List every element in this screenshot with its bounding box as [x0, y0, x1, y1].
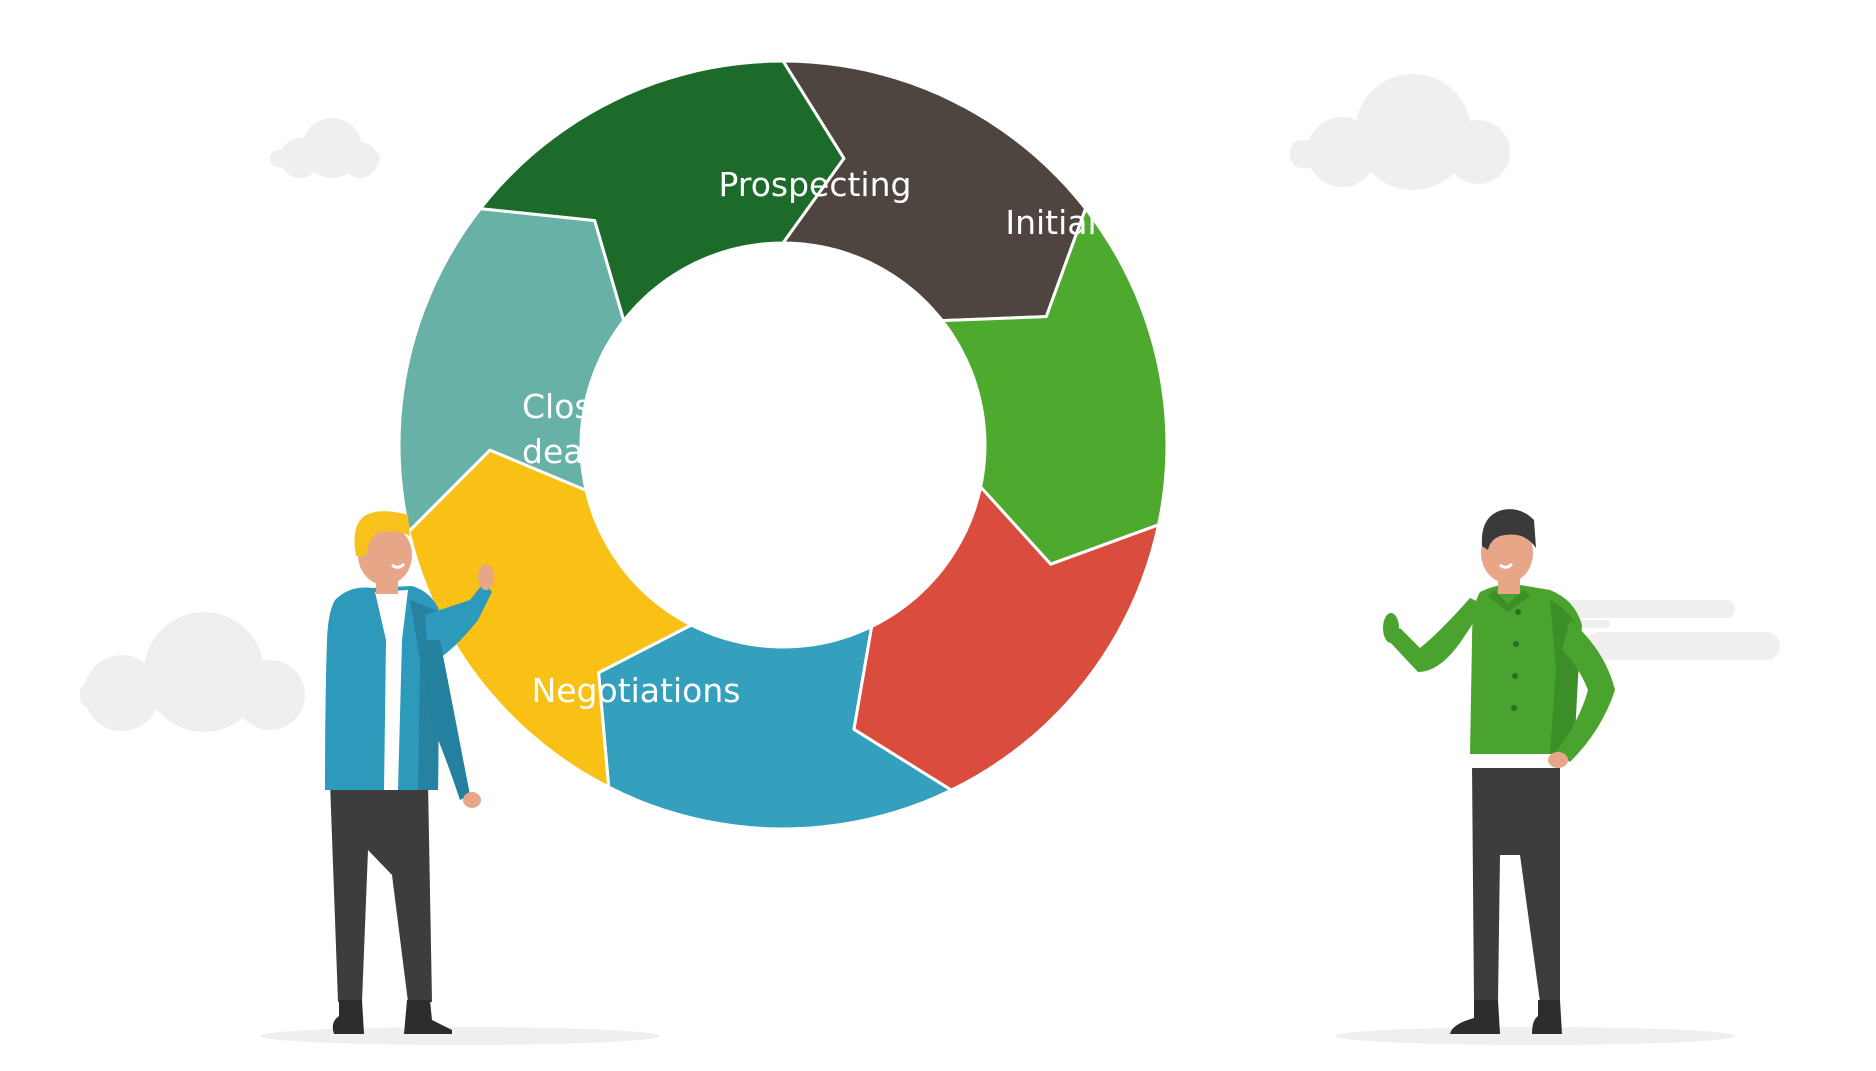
label-close-the-deal-line: Close the — [522, 387, 677, 426]
streak-right — [1560, 600, 1780, 660]
right-person-raised-arm — [1388, 598, 1485, 672]
right-person-collar — [1488, 590, 1530, 612]
label-initial-contact-line: Initial contact — [1005, 203, 1230, 242]
right-person-hair — [1481, 509, 1536, 550]
right-person-shoe-left — [1450, 1000, 1500, 1034]
right-person-pants — [1472, 765, 1560, 1002]
label-negotiations-line: Negotiations — [532, 671, 741, 710]
cloud-top-right — [1290, 74, 1510, 190]
floor-shadows — [260, 1027, 1735, 1045]
left-person-shoe-left — [332, 1000, 364, 1034]
left-person-shoe-right — [404, 1000, 452, 1034]
label-nurturing-leads-line: Nurturing — [1102, 745, 1260, 784]
right-person-smile — [1499, 562, 1514, 569]
left-person-figure — [325, 511, 494, 1034]
left-person-shirt-front — [375, 590, 408, 790]
label-qualifying-leads-line: Qualifying — [1195, 467, 1362, 506]
right-person-hip-hand — [1548, 752, 1568, 768]
cloud-left — [80, 612, 305, 732]
right-person-hip-arm — [1556, 620, 1615, 762]
left-person-pants — [330, 782, 432, 1002]
sales-cycle-ring — [397, 59, 1169, 831]
label-close-the-deal: Close the deal — [522, 387, 677, 471]
right-person-raised-hand — [1383, 613, 1399, 643]
right-person-belt — [1470, 752, 1563, 768]
ring-center — [583, 245, 983, 645]
left-person-lower-arm — [420, 640, 470, 800]
label-negotiations: Negotiations — [532, 671, 741, 710]
label-prospecting-line: Prospecting — [719, 165, 912, 204]
left-person-hair — [354, 511, 410, 556]
left-person-smile — [391, 562, 406, 569]
left-person-raised-hand — [478, 564, 494, 590]
cloud-top-left — [270, 118, 380, 178]
label-make-offer-line: Make Offer — [760, 837, 940, 876]
label-close-the-deal-line: deal — [522, 432, 593, 471]
label-prospecting: Prospecting — [719, 165, 912, 204]
segment-close-the-deal — [478, 59, 846, 323]
label-make-offer: Make Offer — [760, 837, 940, 876]
left-person-jacket — [325, 586, 440, 790]
right-person-shoe-right — [1532, 1000, 1562, 1034]
left-person-lower-hand — [463, 792, 481, 808]
label-nurturing-leads-line: Leads — [1102, 790, 1198, 829]
label-qualifying-leads-line: Leads — [1195, 512, 1291, 551]
left-person-raised-arm — [425, 582, 492, 665]
right-person-shirt-buttons — [1511, 609, 1521, 711]
right-person-figure — [1383, 509, 1615, 1034]
left-person-head — [358, 525, 412, 585]
label-initial-contact: Initial contact — [1005, 203, 1230, 242]
